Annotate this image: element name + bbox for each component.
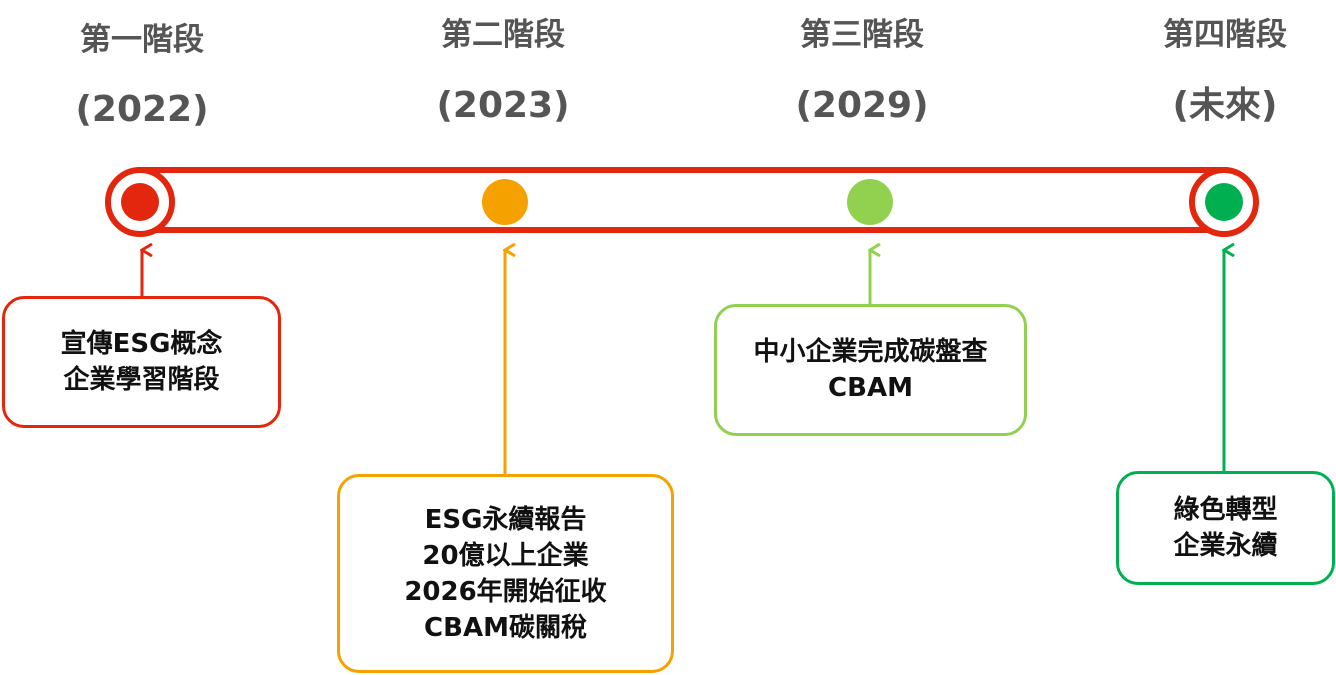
stage-2-line-1: ESG永續報告 [424,504,587,535]
stage-4-year: (未來) [1172,85,1278,126]
stage-1-label: 第一階段 [80,22,204,58]
stage-1-description-box: 宣傳ESG概念 企業學習階段 [2,296,281,428]
stage-2-line-4: CBAM碳關稅 [424,612,587,643]
stage-4-label: 第四階段 [1163,17,1287,53]
stage-1-year: (2022) [75,89,209,130]
stage-3-label: 第三階段 [800,17,924,53]
stage-3-line-2: CBAM [828,373,913,403]
stage-2-line-2: 20億以上企業 [422,540,589,571]
stage-4-description-box: 綠色轉型 企業永續 [1116,471,1335,585]
stage-2-year: (2023) [436,85,570,126]
stage-3-line-1: 中小企業完成碳盤查 [753,337,988,367]
stage-1-marker [105,167,175,237]
stage-2-description-box: ESG永續報告 20億以上企業 2026年開始征收 CBAM碳關稅 [337,474,674,673]
stage-2-label: 第二階段 [441,17,565,53]
stage-4-marker [1189,167,1259,237]
stage-3-year: (2029) [795,85,929,126]
stage-4-line-2: 企業永續 [1173,531,1278,561]
stage-4-line-1: 綠色轉型 [1173,495,1278,525]
stage-1-line-1: 宣傳ESG概念 [60,329,223,359]
stage-2-line-3: 2026年開始征收 [404,576,607,607]
stage-1-line-2: 企業學習階段 [63,365,220,395]
timeline-track [137,167,1228,233]
stage-3-description-box: 中小企業完成碳盤查 CBAM [714,304,1027,436]
stage-2-marker [482,179,528,225]
stage-3-marker [847,179,893,225]
